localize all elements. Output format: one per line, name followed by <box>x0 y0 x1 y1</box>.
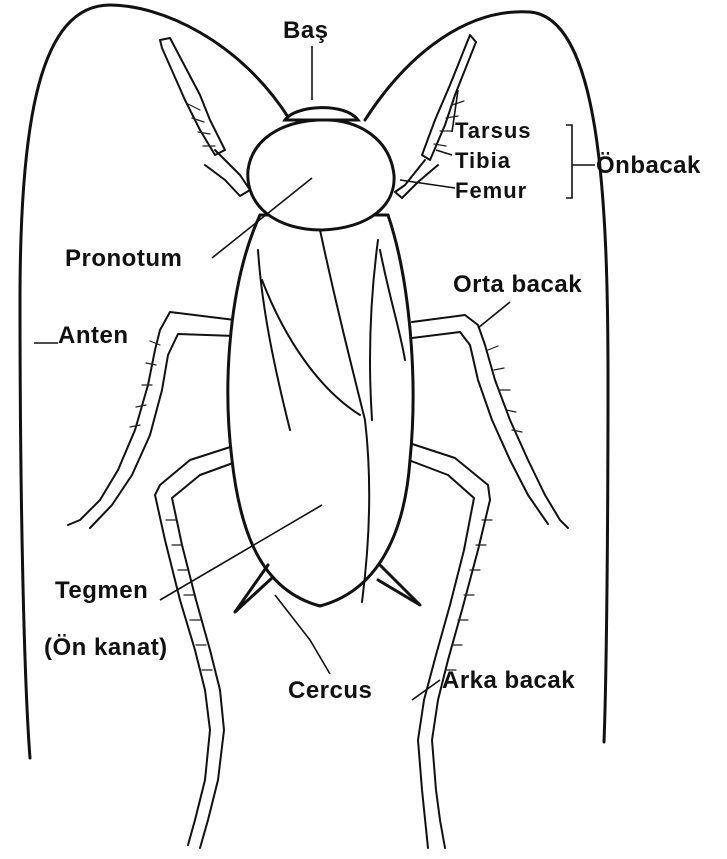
head-shape <box>285 108 358 120</box>
label-arka-bacak: Arka bacak <box>442 667 575 694</box>
label-tarsus: Tarsus <box>455 118 532 143</box>
left-cercus <box>235 565 272 612</box>
pronotum-shape <box>248 120 394 230</box>
label-tegmen: Tegmen <box>55 577 148 604</box>
label-cercus: Cercus <box>288 677 372 704</box>
label-bas: Baş <box>283 17 329 44</box>
label-tibia: Tibia <box>455 148 511 173</box>
label-orta-bacak: Orta bacak <box>453 271 582 298</box>
cockroach-body <box>228 108 413 606</box>
label-anten: Anten <box>58 322 129 349</box>
right-cercus <box>378 565 420 605</box>
label-onbacak: Önbacak <box>596 152 701 179</box>
label-pronotum: Pronotum <box>65 245 182 272</box>
label-on-kanat: (Ön kanat) <box>44 634 168 661</box>
label-femur: Femur <box>455 178 527 203</box>
